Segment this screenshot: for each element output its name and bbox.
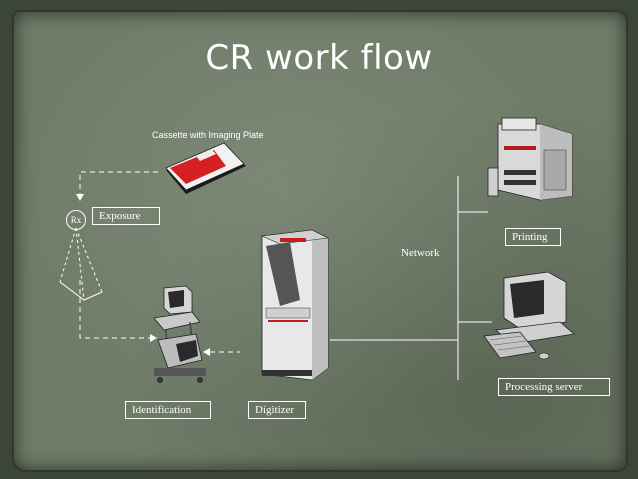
cassette-label: Cassette with Imaging Plate: [152, 130, 264, 140]
cassette-to-exposure-line: [79, 171, 158, 194]
processing-server-label: Processing server: [498, 378, 610, 396]
arrow-right-icon: [150, 334, 157, 342]
rx-source: Rx: [66, 210, 86, 230]
arrow-down-icon: [76, 194, 84, 201]
printer-icon: [487, 117, 573, 201]
identification-label: Identification: [125, 401, 211, 419]
exposure-to-identification-line: [79, 280, 150, 339]
computer-icon: [483, 271, 575, 360]
digitizer-icon: [260, 229, 330, 381]
exposure-plane: [59, 281, 103, 301]
network-lines: [330, 176, 492, 380]
network-label: Network: [401, 247, 440, 259]
flow-lines: [79, 171, 240, 353]
exposure-label: Exposure: [92, 207, 160, 225]
slide-title: CR work flow: [205, 38, 433, 78]
arrow-left-icon: [203, 348, 210, 356]
workstation-icon: [153, 285, 206, 383]
printing-label: Printing: [505, 228, 561, 246]
digitizer-label: Digitizer: [248, 401, 306, 419]
cassette-icon: [165, 142, 246, 194]
x-ray-beam-icon: [59, 227, 103, 301]
